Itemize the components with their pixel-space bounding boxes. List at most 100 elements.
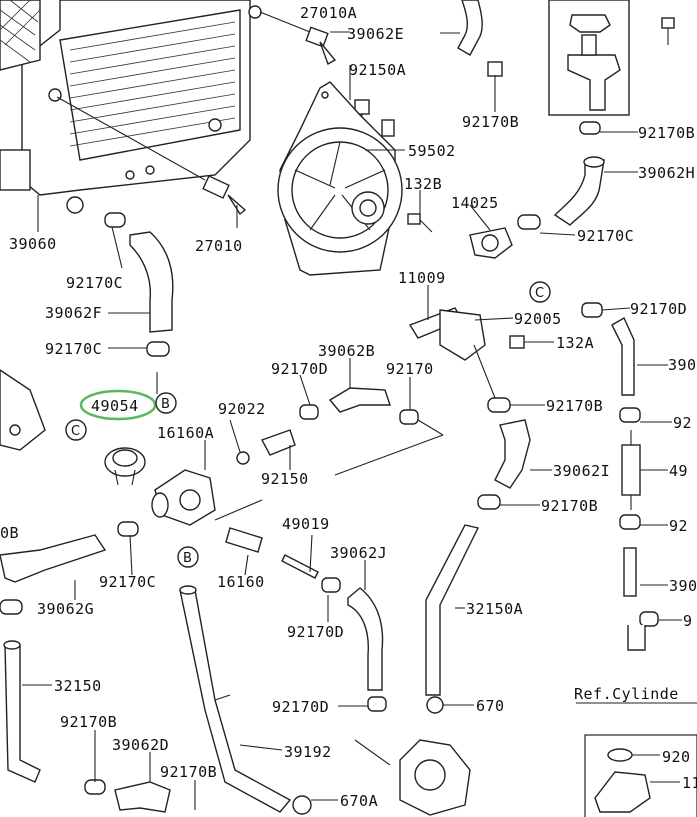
label-92170b-bl: 92170B bbox=[60, 713, 117, 731]
pipe-39192 bbox=[179, 585, 292, 813]
outlet-92005 bbox=[408, 307, 525, 361]
part-labels: 27010A 39062E 92150A 92170B 92170B 59502… bbox=[0, 4, 697, 810]
callout-c-2-text: C bbox=[71, 424, 80, 439]
label-16160a: 16160A bbox=[157, 424, 214, 442]
label-390-right: 390 bbox=[668, 356, 697, 374]
radiator bbox=[0, 0, 262, 214]
clamps bbox=[0, 121, 659, 795]
fitting-16160 bbox=[214, 499, 263, 553]
label-39062j: 39062J bbox=[330, 544, 387, 562]
hose-39062d bbox=[114, 781, 171, 813]
label-390-right2: 390 bbox=[669, 577, 697, 595]
label-39192: 39192 bbox=[284, 743, 332, 761]
housing-top-right bbox=[548, 0, 675, 116]
callout-c-2 bbox=[65, 419, 87, 441]
label-92170c-c: 92170C bbox=[99, 573, 156, 591]
sensor-27010 bbox=[56, 96, 247, 228]
leader-lines bbox=[22, 31, 697, 810]
label-92170d-right: 92170D bbox=[630, 300, 687, 318]
label-132a: 132A bbox=[556, 334, 594, 352]
callout-b-2-text: B bbox=[183, 551, 192, 566]
label-92170c-right: 92170C bbox=[577, 227, 634, 245]
label-670a: 670A bbox=[340, 792, 378, 810]
label-39062h: 39062H bbox=[638, 164, 695, 182]
label-92-right2: 92 bbox=[669, 517, 688, 535]
right-pipes bbox=[611, 317, 646, 651]
label-14025: 14025 bbox=[451, 194, 499, 212]
label-670: 670 bbox=[476, 697, 505, 715]
label-0b: 0B bbox=[0, 524, 19, 542]
housing-16160a bbox=[151, 469, 216, 526]
callout-b-1-text: B bbox=[161, 397, 170, 412]
label-39062b: 39062B bbox=[318, 342, 375, 360]
hose-39062j bbox=[347, 587, 384, 691]
label-132b: 132B bbox=[404, 175, 442, 193]
bolt-132b bbox=[407, 213, 433, 233]
callouts: B C C B bbox=[65, 281, 551, 568]
label-39060: 39060 bbox=[9, 235, 57, 253]
callout-c-1-text: C bbox=[535, 286, 544, 301]
hose-39062i bbox=[494, 419, 531, 489]
label-9-right: 9 bbox=[683, 612, 693, 630]
label-39062e: 39062E bbox=[347, 25, 404, 43]
label-49054: 49054 bbox=[91, 397, 139, 415]
pipe-32150 bbox=[3, 640, 41, 783]
label-92170d-mid: 92170D bbox=[271, 360, 328, 378]
label-ref-cylinder: Ref.Cylinde bbox=[574, 685, 679, 703]
label-49-right: 49 bbox=[669, 462, 688, 480]
label-27010a: 27010A bbox=[300, 4, 357, 22]
label-92170b-lower: 92170B bbox=[541, 497, 598, 515]
label-92170d-bottom: 92170D bbox=[272, 698, 329, 716]
label-11-right: 11 bbox=[682, 774, 697, 792]
callout-c-1 bbox=[529, 281, 551, 303]
callout-b-1 bbox=[155, 392, 177, 414]
highlight-49054 bbox=[79, 389, 157, 421]
label-39062i: 39062I bbox=[553, 462, 610, 480]
label-39062g: 39062G bbox=[37, 600, 94, 618]
fan-59502 bbox=[277, 81, 403, 276]
label-92150: 92150 bbox=[261, 470, 309, 488]
sensor-27010a bbox=[259, 11, 337, 66]
label-92170-mid: 92170 bbox=[386, 360, 434, 378]
oring-670a bbox=[292, 795, 312, 815]
pipe-32150a bbox=[425, 524, 480, 696]
label-92170b-bottom: 92170B bbox=[160, 763, 217, 781]
label-920-right: 920 bbox=[662, 748, 691, 766]
hose-39062e bbox=[457, 0, 503, 77]
label-59502: 59502 bbox=[408, 142, 456, 160]
label-27010: 27010 bbox=[195, 237, 243, 255]
label-92170b-top: 92170B bbox=[462, 113, 519, 131]
washer-92022 bbox=[236, 429, 296, 465]
label-92022: 92022 bbox=[218, 400, 266, 418]
oring-670 bbox=[426, 696, 444, 714]
label-92170c-a: 92170C bbox=[66, 274, 123, 292]
thermostat-49054 bbox=[104, 447, 146, 486]
hose-39062h bbox=[553, 156, 605, 226]
label-11009: 11009 bbox=[398, 269, 446, 287]
hose-39062b bbox=[328, 387, 391, 413]
label-92170c-b: 92170C bbox=[45, 340, 102, 358]
left-bracket bbox=[0, 369, 46, 451]
label-39062f: 39062F bbox=[45, 304, 102, 322]
rod-49019 bbox=[281, 554, 319, 579]
label-92150a: 92150A bbox=[349, 61, 406, 79]
label-39062d: 39062D bbox=[112, 736, 169, 754]
cylinder-detail bbox=[584, 734, 697, 817]
bolt-92150a bbox=[354, 99, 370, 124]
callout-b-2 bbox=[177, 546, 199, 568]
hose-39062f bbox=[129, 231, 174, 333]
pump-housing bbox=[399, 739, 471, 816]
label-92005: 92005 bbox=[514, 310, 562, 328]
cap-14025 bbox=[469, 227, 513, 259]
label-16160: 16160 bbox=[217, 573, 265, 591]
label-92170b-right: 92170B bbox=[638, 124, 695, 142]
label-92-right: 92 bbox=[673, 414, 692, 432]
label-49019: 49019 bbox=[282, 515, 330, 533]
label-32150a: 32150A bbox=[466, 600, 523, 618]
label-92170b-mid: 92170B bbox=[546, 397, 603, 415]
label-92170d-low: 92170D bbox=[287, 623, 344, 641]
hose-39062g bbox=[0, 534, 107, 583]
label-32150: 32150 bbox=[54, 677, 102, 695]
